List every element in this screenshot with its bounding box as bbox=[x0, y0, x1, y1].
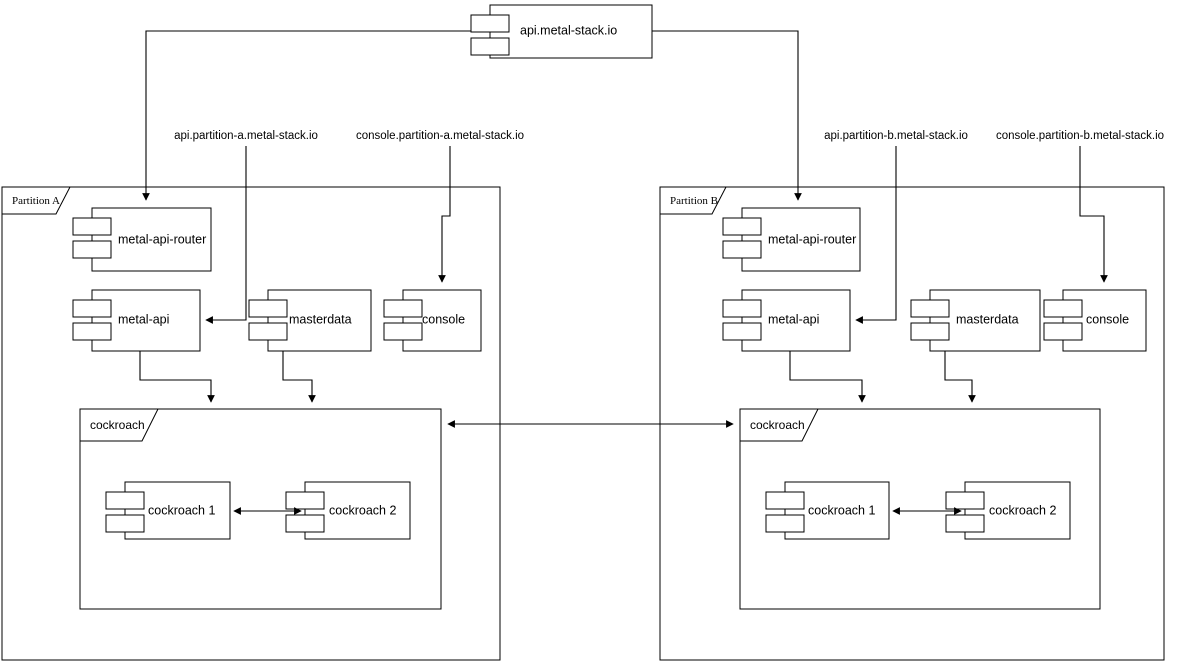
partition-a-frame bbox=[1, 186, 501, 661]
cockroach-package-a-frame bbox=[79, 408, 442, 610]
cockroach-1-b-connector-tab-bottom bbox=[765, 514, 805, 533]
api-metal-stack-io-connector-tab-top bbox=[470, 14, 510, 33]
console-a-connector-tab-top bbox=[383, 299, 423, 318]
cockroach-2-b[interactable]: cockroach 2 bbox=[945, 481, 1071, 540]
masterdata-b-connector-tab-top bbox=[910, 299, 950, 318]
masterdata-a-connector-tab-bottom bbox=[248, 322, 288, 341]
cockroach-1-b[interactable]: cockroach 1 bbox=[765, 481, 890, 540]
metal-api-a[interactable]: metal-api bbox=[72, 289, 201, 352]
edge-root-to-router-b bbox=[652, 30, 802, 201]
label-console-partition-b: console.partition-b.metal-stack.io bbox=[996, 130, 1164, 142]
cockroach-2-b-connector-tab-bottom bbox=[945, 514, 985, 533]
console-b-connector-tab-top bbox=[1043, 299, 1083, 318]
cockroach-package-a-label: cockroach bbox=[90, 418, 145, 432]
metal-api-router-a[interactable]: metal-api-router bbox=[72, 207, 212, 272]
console-a-label: console bbox=[422, 312, 465, 326]
cockroach-2-a[interactable]: cockroach 2 bbox=[285, 481, 411, 540]
cockroach-package-b-frame bbox=[739, 408, 1101, 610]
cockroach-1-a-label: cockroach 1 bbox=[148, 503, 215, 517]
metal-api-b-label: metal-api bbox=[768, 312, 819, 326]
partition-b-label: Partition B bbox=[670, 195, 718, 207]
cockroach-1-a-connector-tab-bottom bbox=[105, 514, 145, 533]
metal-api-router-a-connector-tab-bottom bbox=[72, 240, 112, 259]
edge-api-partition-b-to-metal-api bbox=[855, 146, 897, 324]
label-api-partition-a: api.partition-a.metal-stack.io bbox=[174, 130, 318, 142]
partition-a-label: Partition A bbox=[12, 195, 60, 207]
cockroach-package-b[interactable]: cockroach cockroach 1 cockroach 2 bbox=[739, 408, 1101, 610]
cockroach-package-a[interactable]: cockroach cockroach 1 cockroach 2 bbox=[79, 408, 442, 610]
edge-api-partition-a-to-metal-api bbox=[205, 146, 247, 324]
masterdata-a[interactable]: masterdata bbox=[248, 289, 372, 352]
cockroach-package-a-name-tab bbox=[79, 408, 159, 442]
cockroach-package-b[interactable]: cockroach bbox=[739, 408, 1101, 610]
metal-api-router-a-label: metal-api-router bbox=[118, 232, 206, 246]
cockroach-1-b-connector-tab-top bbox=[765, 491, 805, 510]
metal-api-a-connector-tab-top bbox=[72, 299, 112, 318]
console-a-connector-tab-bottom bbox=[383, 322, 423, 341]
partition-b[interactable]: Partition B bbox=[659, 186, 1165, 661]
metal-api-a-label: metal-api bbox=[118, 312, 169, 326]
api-metal-stack-io[interactable]: api.metal-stack.io bbox=[470, 4, 653, 59]
partition-b-frame bbox=[659, 186, 1165, 661]
masterdata-b-label: masterdata bbox=[956, 312, 1019, 326]
masterdata-b[interactable]: masterdata bbox=[910, 289, 1041, 352]
metal-api-b[interactable]: metal-api bbox=[722, 289, 851, 352]
cockroach-1-a-connector-tab-top bbox=[105, 491, 145, 510]
partition-b-name-tab bbox=[659, 186, 727, 215]
cockroach-2-b-label: cockroach 2 bbox=[989, 503, 1056, 517]
api-metal-stack-io-connector-tab-bottom bbox=[470, 37, 510, 56]
connector-layer bbox=[139, 30, 1108, 428]
metal-api-router-b-connector-tab-top bbox=[722, 217, 762, 236]
root-component-layer: api.metal-stack.io bbox=[470, 4, 653, 59]
cockroach-1-a[interactable]: cockroach 1 bbox=[105, 481, 231, 540]
cockroach-2-a-connector-tab-top bbox=[285, 491, 325, 510]
console-b[interactable]: console bbox=[1043, 289, 1147, 352]
metal-api-router-b-label: metal-api-router bbox=[768, 232, 856, 246]
cockroach-package-a[interactable]: cockroach bbox=[79, 408, 442, 610]
cockroach-2-a-connector-tab-bottom bbox=[285, 514, 325, 533]
api-metal-stack-io-label: api.metal-stack.io bbox=[520, 23, 617, 37]
console-b-connector-tab-bottom bbox=[1043, 322, 1083, 341]
cockroach-package-b-label: cockroach bbox=[750, 418, 805, 432]
edge-label-layer: api.partition-a.metal-stack.io console.pa… bbox=[174, 130, 1164, 142]
cockroach-2-a-label: cockroach 2 bbox=[329, 503, 396, 517]
edge-masterdata-b-to-cockroach bbox=[944, 351, 976, 403]
metal-api-router-b-connector-tab-bottom bbox=[722, 240, 762, 259]
edge-console-partition-b-to-console bbox=[1079, 146, 1108, 283]
cockroach-package-b-name-tab bbox=[739, 408, 819, 442]
cockroach-2-b-connector-tab-top bbox=[945, 491, 985, 510]
edge-console-partition-a-to-console bbox=[438, 146, 451, 283]
label-api-partition-b: api.partition-b.metal-stack.io bbox=[824, 130, 968, 142]
partition-a-name-tab bbox=[1, 186, 71, 215]
console-b-label: console bbox=[1086, 312, 1129, 326]
cockroach-1-b-label: cockroach 1 bbox=[808, 503, 875, 517]
console-a[interactable]: console bbox=[383, 289, 482, 352]
metal-api-b-connector-tab-bottom bbox=[722, 322, 762, 341]
masterdata-a-label: masterdata bbox=[289, 312, 352, 326]
edge-metal-api-a-to-cockroach bbox=[139, 351, 215, 403]
metal-api-b-connector-tab-top bbox=[722, 299, 762, 318]
metal-api-router-b-body bbox=[741, 207, 861, 272]
metal-api-a-connector-tab-bottom bbox=[72, 322, 112, 341]
metal-api-router-a-connector-tab-top bbox=[72, 217, 112, 236]
masterdata-a-connector-tab-top bbox=[248, 299, 288, 318]
edge-masterdata-a-to-cockroach bbox=[282, 351, 316, 403]
metal-api-router-b[interactable]: metal-api-router bbox=[722, 207, 861, 272]
edge-root-to-router-a bbox=[142, 30, 490, 201]
masterdata-b-connector-tab-bottom bbox=[910, 322, 950, 341]
metal-api-router-a-body bbox=[91, 207, 212, 272]
label-console-partition-a: console.partition-a.metal-stack.io bbox=[356, 130, 524, 142]
partition-a[interactable]: Partition A bbox=[1, 186, 501, 661]
edge-metal-api-b-to-cockroach bbox=[789, 351, 866, 403]
